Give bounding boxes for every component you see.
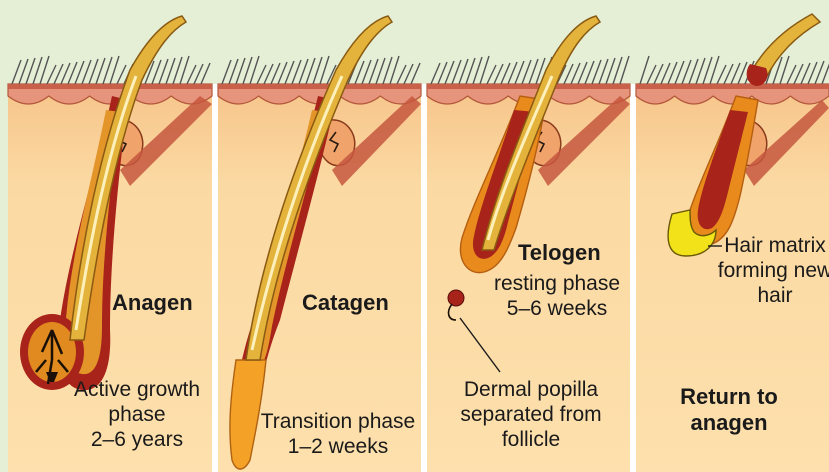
panel-divider xyxy=(421,84,427,472)
surface-hair xyxy=(640,56,649,84)
telogen-description: resting phase 5–6 weeks xyxy=(492,272,622,322)
anagen-description: Active growth phase 2–6 years xyxy=(72,378,202,452)
telogen-title: Telogen xyxy=(518,240,601,266)
catagen-desc-line: Transition phase xyxy=(258,410,418,435)
return-title-line: Return to xyxy=(674,384,784,410)
panel-divider xyxy=(630,84,636,472)
anagen-desc-line: 2–6 years xyxy=(72,428,202,453)
skin-surface xyxy=(427,84,630,89)
anagen-desc-line: phase xyxy=(72,403,202,428)
catagen-title: Catagen xyxy=(302,290,389,316)
matrix-callout-line-text: forming new xyxy=(716,259,829,284)
dermal-papilla xyxy=(448,290,464,306)
skin-surface xyxy=(636,84,829,89)
papilla-callout-line: follicle xyxy=(446,428,616,453)
dermal-papilla-callout: Dermal popilla separated from follicle xyxy=(446,378,616,452)
skin-surface xyxy=(218,84,421,89)
telogen-desc-line: 5–6 weeks xyxy=(492,297,622,322)
catagen-desc-line: 1–2 weeks xyxy=(258,435,418,460)
papilla-callout-line: separated from xyxy=(446,403,616,428)
papilla-callout-line: Dermal popilla xyxy=(446,378,616,403)
anagen-desc-line: Active growth xyxy=(72,378,202,403)
catagen-description: Transition phase 1–2 weeks xyxy=(258,410,418,460)
panel-divider xyxy=(212,84,218,472)
hair-matrix-callout: Hair matrix forming new hair xyxy=(716,234,829,308)
telogen-desc-line: resting phase xyxy=(492,272,622,297)
matrix-callout-line-text: hair xyxy=(716,284,829,309)
skin-surface xyxy=(8,84,212,89)
matrix-callout-line-text: Hair matrix xyxy=(716,234,829,259)
return-title: Return to anagen xyxy=(674,384,784,436)
anagen-title: Anagen xyxy=(112,290,193,316)
return-title-line: anagen xyxy=(674,410,784,436)
